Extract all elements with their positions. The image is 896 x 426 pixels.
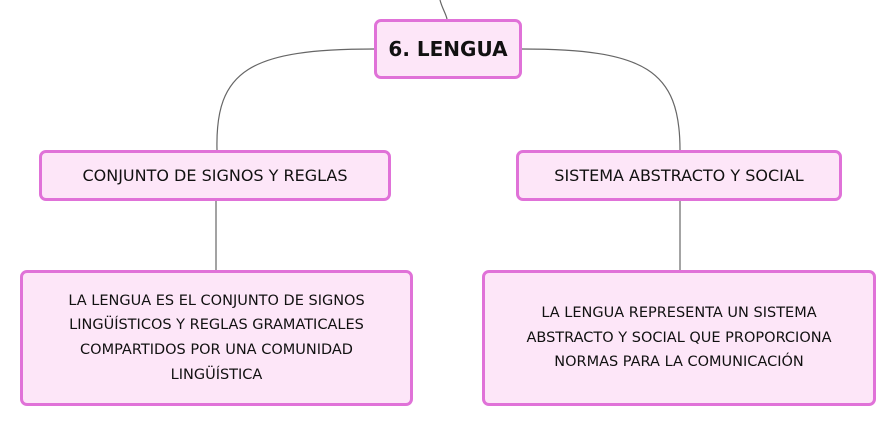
root-node-label: 6. LENGUA bbox=[388, 37, 508, 61]
detail-node-text: LA LENGUA ES EL CONJUNTO DE SIGNOS LINGÜ… bbox=[68, 292, 365, 383]
detail-node-text: LA LENGUA REPRESENTA UN SISTEMA ABSTRACT… bbox=[526, 305, 832, 371]
connector-incoming bbox=[439, 0, 448, 20]
branch-node-label: SISTEMA ABSTRACTO Y SOCIAL bbox=[554, 166, 804, 185]
detail-node-signos-reglas[interactable]: LA LENGUA ES EL CONJUNTO DE SIGNOS LINGÜ… bbox=[20, 270, 413, 406]
branch-node-sistema-abstracto[interactable]: SISTEMA ABSTRACTO Y SOCIAL bbox=[516, 150, 842, 201]
root-node[interactable]: 6. LENGUA bbox=[374, 19, 522, 79]
detail-node-sistema-abstracto[interactable]: LA LENGUA REPRESENTA UN SISTEMA ABSTRACT… bbox=[482, 270, 876, 406]
branch-node-label: CONJUNTO DE SIGNOS Y REGLAS bbox=[82, 166, 348, 185]
branch-node-signos-reglas[interactable]: CONJUNTO DE SIGNOS Y REGLAS bbox=[39, 150, 391, 201]
connector-root-to-right bbox=[521, 48, 681, 151]
connector-root-to-left bbox=[216, 48, 375, 151]
